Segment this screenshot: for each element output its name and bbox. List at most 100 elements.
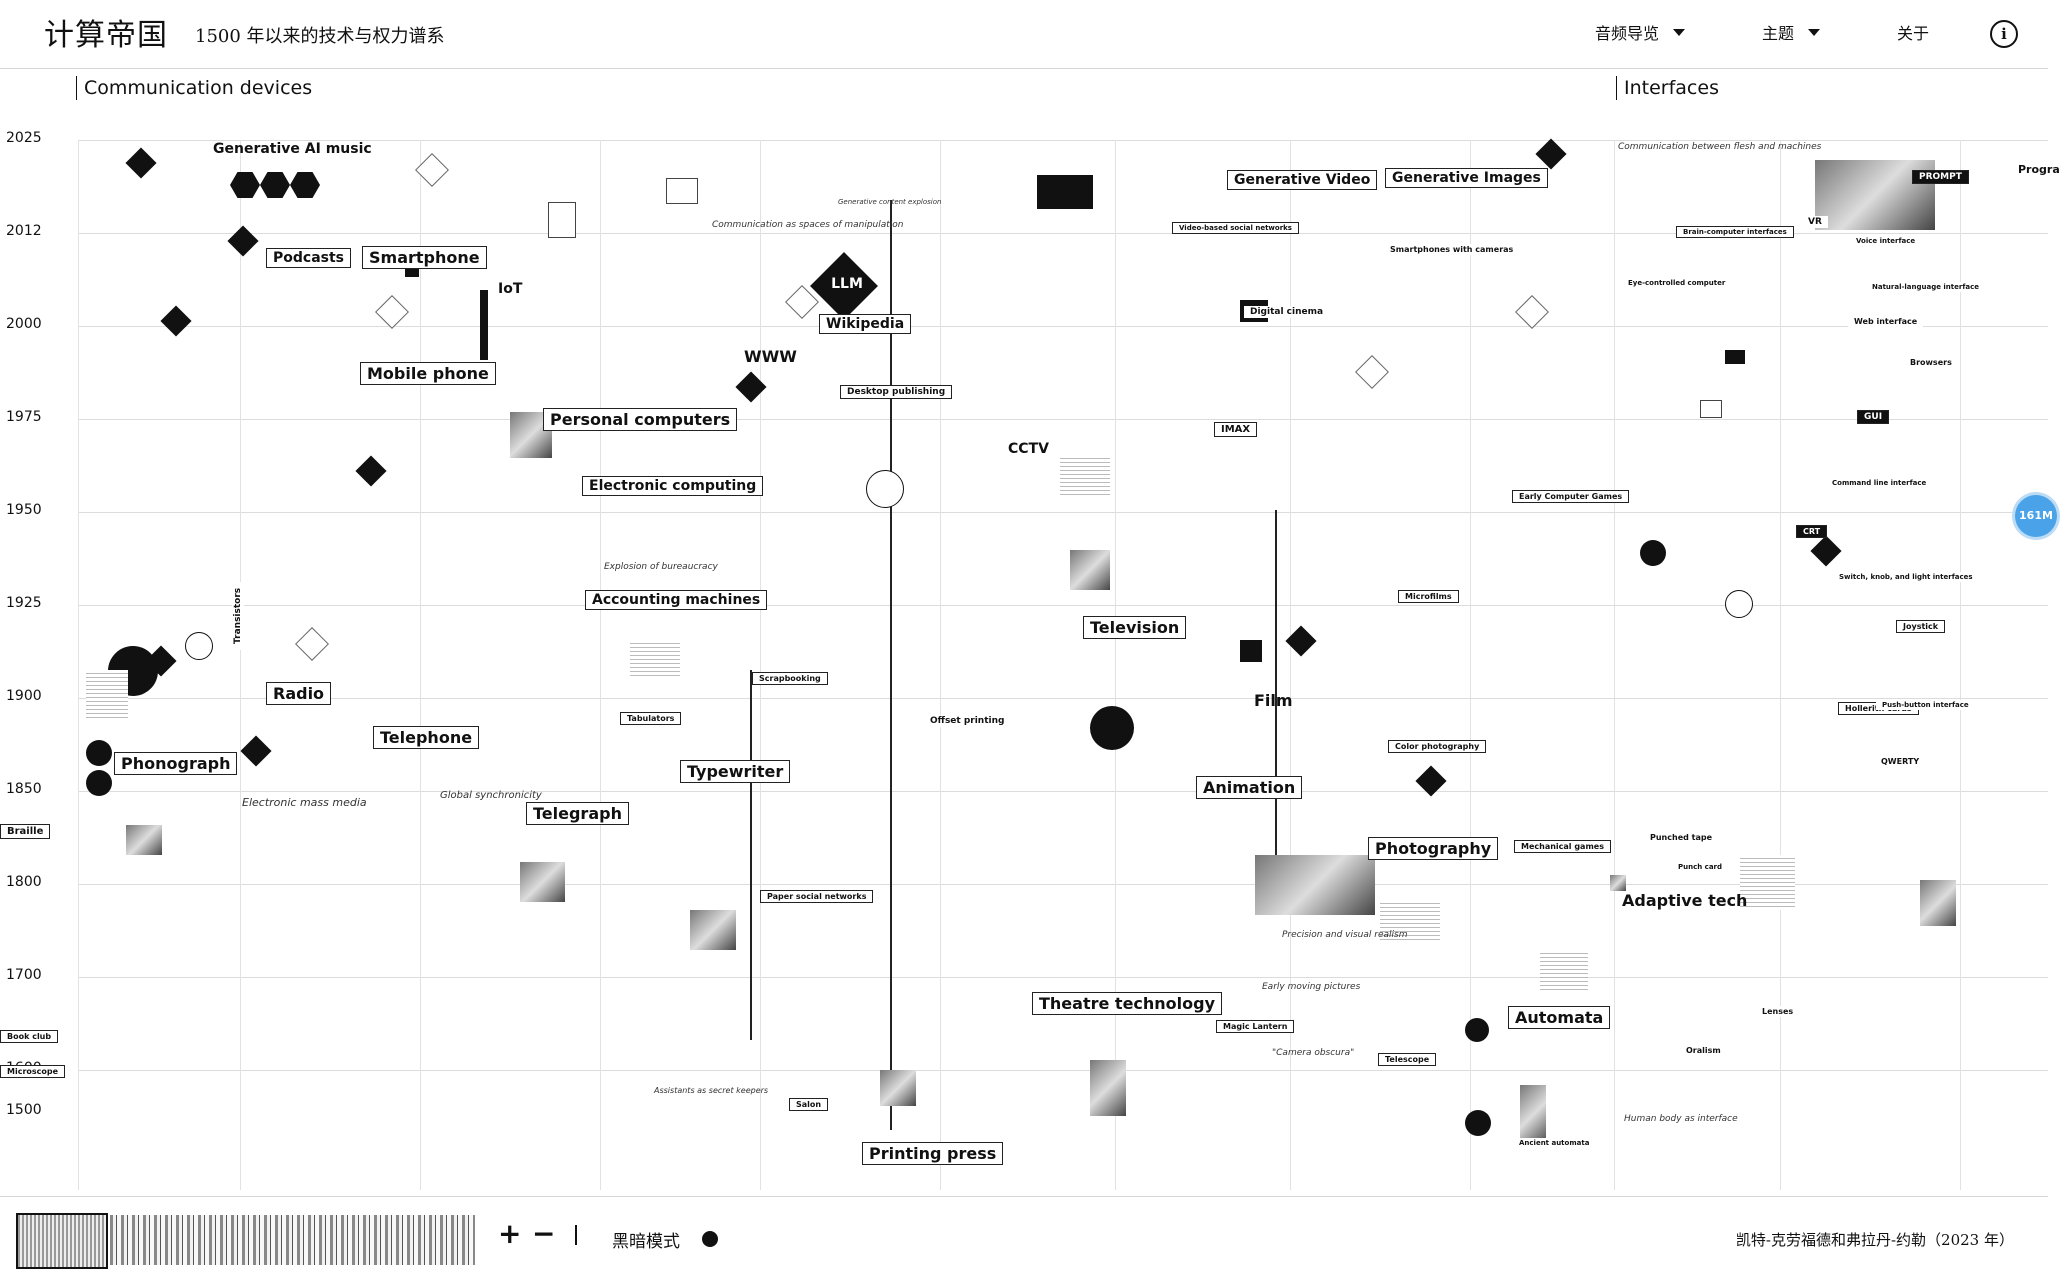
zoom-out-button[interactable]: − [532,1217,556,1250]
node-paper-social-networks[interactable]: Paper social networks [760,890,874,903]
info-icon[interactable]: i [1990,20,2018,48]
node-iot[interactable]: IoT [498,281,523,297]
node-adaptive-tech[interactable]: Adaptive tech [1622,891,1748,910]
node-video-based-social-networks[interactable]: Video-based social networks [1172,222,1299,234]
node-progress-truncated[interactable]: Progra [2018,163,2060,176]
caption-block [630,640,680,678]
node-command-line-interface[interactable]: Command line interface [1826,478,1933,488]
node-www[interactable]: WWW [744,347,797,366]
node-oralism[interactable]: Oralism [1680,1045,1727,1056]
node-magic-lantern[interactable]: Magic Lantern [1216,1020,1295,1033]
node-podcasts[interactable]: Podcasts [266,248,352,268]
node-generative-ai-music[interactable]: Generative AI music [213,141,372,157]
node-mechanical-games[interactable]: Mechanical games [1514,840,1611,853]
node-joystick[interactable]: Joystick [1896,620,1946,633]
node-color-photography[interactable]: Color photography [1388,740,1487,753]
node-push-button-interface[interactable]: Push-button interface [1876,700,1975,710]
node-marker [160,305,192,337]
node-phonograph[interactable]: Phonograph [114,752,238,775]
illustration-image [1070,550,1110,590]
node-eye-controlled-computer[interactable]: Eye-controlled computer [1622,278,1732,288]
node-punch-card[interactable]: Punch card [1672,862,1729,872]
node-electronic-computing[interactable]: Electronic computing [582,476,764,496]
node-lenses[interactable]: Lenses [1756,1006,1800,1017]
node-marker [735,371,767,403]
node-scrapbooking[interactable]: Scrapbooking [752,672,828,685]
node-photography[interactable]: Photography [1368,837,1499,860]
node-marker [125,147,157,179]
node-imax[interactable]: IMAX [1214,422,1258,437]
node-radio[interactable]: Radio [266,682,332,705]
node-natural-language-interface[interactable]: Natural-language interface [1866,282,1986,292]
count-badge[interactable]: 161M [2015,495,2057,537]
node-browsers[interactable]: Browsers [1904,357,1958,368]
node-telescope[interactable]: Telescope [1378,1053,1437,1066]
node-television[interactable]: Television [1083,616,1187,639]
zoom-in-button[interactable]: + [498,1217,522,1250]
section-communication-devices: Communication devices [76,76,312,100]
node-marker [480,290,488,360]
dark-mode-label: 黑暗模式 [612,1232,680,1252]
gridline [78,605,2048,606]
node-film[interactable]: Film [1254,691,1293,710]
node-cctv[interactable]: CCTV [1008,441,1049,457]
node-wikipedia[interactable]: Wikipedia [819,314,912,334]
node-web-interface[interactable]: Web interface [1848,316,1924,327]
node-marker [1810,535,1842,567]
node-smartphones-with-cameras[interactable]: Smartphones with cameras [1384,244,1520,255]
about-link[interactable]: 关于 [1897,20,1929,44]
node-accounting-machines[interactable]: Accounting machines [585,590,768,610]
node-voice-interface[interactable]: Voice interface [1850,236,1922,246]
node-generative-images[interactable]: Generative Images [1385,168,1548,188]
annotation: "Camera obscura" [1272,1048,1355,1058]
node-smartphone[interactable]: Smartphone [362,246,487,269]
illustration-image [880,1070,916,1106]
minimap-strip[interactable] [110,1215,475,1265]
theme-menu[interactable]: 主题 [1762,20,1821,44]
node-switch-knob-light[interactable]: Switch, knob, and light interfaces [1833,572,1979,582]
node-marker [1535,138,1567,170]
gridline [78,233,2048,234]
node-mobile-phone[interactable]: Mobile phone [360,362,496,385]
node-desktop-publishing[interactable]: Desktop publishing [840,385,953,399]
node-theatre-technology[interactable]: Theatre technology [1032,992,1223,1015]
genealogy-map[interactable]: 2025 2012 2000 1975 1950 1925 1900 1850 … [0,110,2060,1190]
node-offset-printing[interactable]: Offset printing [924,715,1011,727]
node-punched-tape[interactable]: Punched tape [1644,832,1719,843]
node-telephone[interactable]: Telephone [373,726,480,749]
node-salon[interactable]: Salon [789,1098,829,1111]
node-qwerty[interactable]: QWERTY [1875,756,1926,767]
node-gui[interactable]: GUI [1857,410,1890,424]
dark-mode-toggle[interactable] [702,1231,718,1247]
node-early-computer-games[interactable]: Early Computer Games [1512,490,1630,503]
node-typewriter[interactable]: Typewriter [680,760,791,783]
year-label: 1900 [6,688,42,704]
node-animation[interactable]: Animation [1196,776,1303,799]
node-tabulators[interactable]: Tabulators [620,712,682,725]
column-line [1115,140,1116,1190]
chevron-down-icon [1673,28,1686,36]
node-transistors[interactable]: Transistors [232,581,244,650]
node-personal-computers[interactable]: Personal computers [543,408,738,431]
node-automata[interactable]: Automata [1508,1006,1611,1029]
node-book-club[interactable]: Book club [0,1030,59,1043]
node-vr[interactable]: VR [1802,216,1828,228]
node-microscope[interactable]: Microscope [0,1065,66,1078]
node-digital-cinema[interactable]: Digital cinema [1244,306,1330,318]
node-marker [1465,1018,1489,1042]
gridline [78,326,2048,327]
node-llm[interactable]: LLM [831,276,863,292]
minimap-viewport[interactable] [16,1213,108,1269]
node-generative-video[interactable]: Generative Video [1227,170,1378,190]
node-marker [227,225,259,257]
node-telegraph[interactable]: Telegraph [526,802,629,825]
annotation: Communication between flesh and machines [1618,142,1822,152]
node-microfilms[interactable]: Microfilms [1398,590,1459,603]
node-ancient-automata[interactable]: Ancient automata [1513,1138,1596,1148]
node-prompt[interactable]: PROMPT [1912,170,1969,184]
audio-tour-menu[interactable]: 音频导览 [1595,20,1686,44]
node-printing-press[interactable]: Printing press [862,1142,1004,1165]
node-brain-computer-interfaces[interactable]: Brain-computer interfaces [1676,226,1794,238]
node-braille[interactable]: Braille [0,824,51,839]
node-crt[interactable]: CRT [1796,525,1828,538]
